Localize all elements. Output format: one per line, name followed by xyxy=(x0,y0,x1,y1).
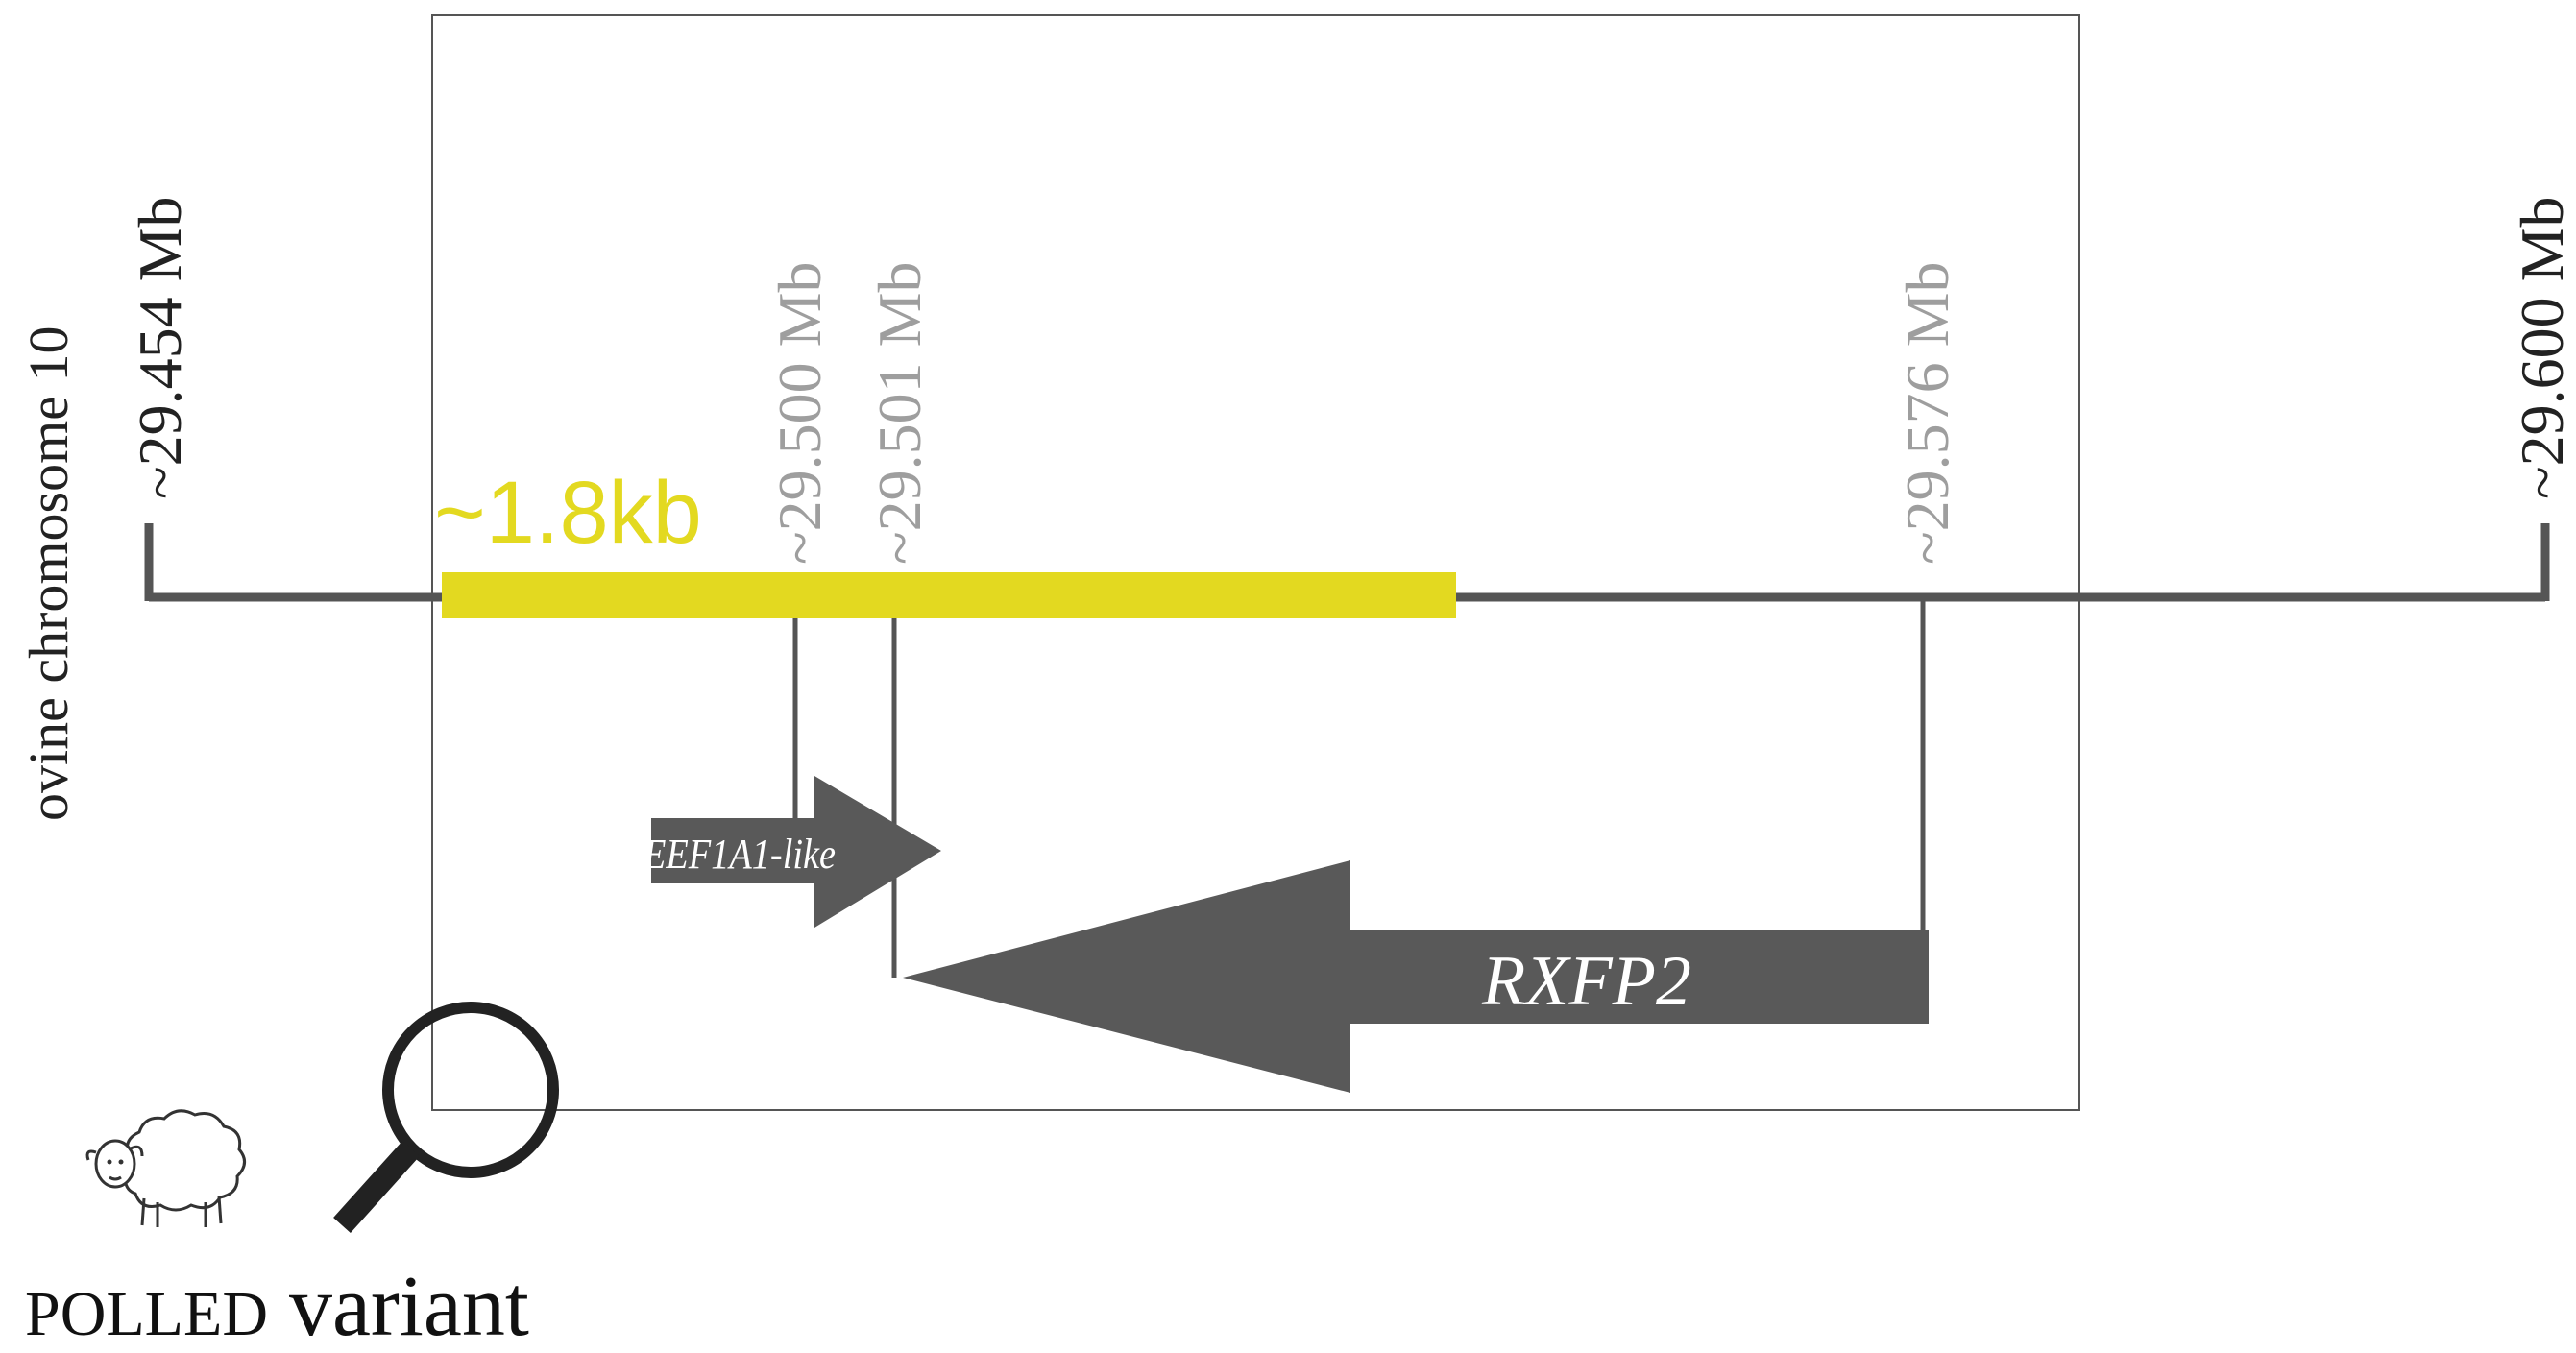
chromosome-start-label: ~29.454 Mb xyxy=(126,196,194,499)
eef1a1-like-arrow xyxy=(651,776,941,928)
chromosome-end-label: ~29.600 Mb xyxy=(2508,196,2576,499)
polled-word: POLLED xyxy=(25,1279,268,1349)
eef1a1-like-label: EEF1A1-like xyxy=(643,831,836,878)
polled-region-bar xyxy=(442,572,1456,618)
variant-word: variant xyxy=(289,1259,529,1353)
magnifier-icon xyxy=(333,1002,559,1234)
chromosome-label: ovine chromosome 10 xyxy=(17,326,80,821)
position-label-29576: ~29.576 Mb xyxy=(1893,261,1961,565)
position-label-29500: ~29.500 Mb xyxy=(766,261,834,565)
polled-region-size-label: ~1.8kb xyxy=(434,464,702,562)
position-label-29501: ~29.501 Mb xyxy=(865,261,934,565)
polled-variant-label: POLLED variant xyxy=(25,1259,529,1353)
sheep-icon xyxy=(85,1109,246,1227)
rxfp2-label: RXFP2 xyxy=(1481,942,1691,1021)
zoom-frame xyxy=(431,14,2080,1111)
rxfp2-arrow xyxy=(903,860,1929,1093)
